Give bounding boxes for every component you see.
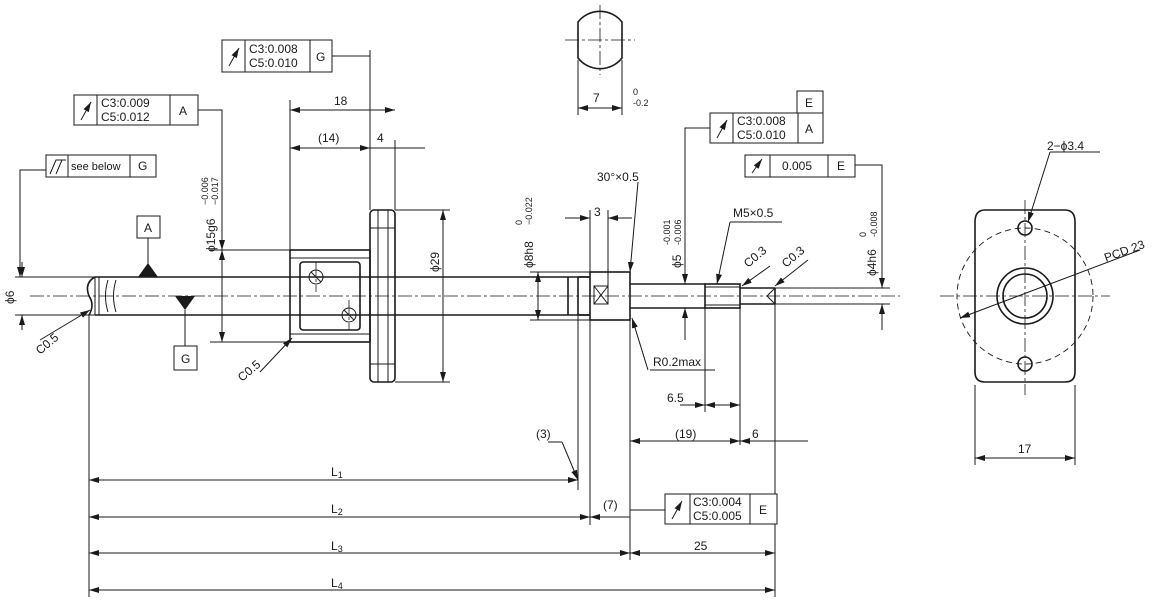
svg-text:-0.006: -0.006 [673,219,683,245]
svg-text:C5:0.012: C5:0.012 [101,110,150,124]
svg-text:-0.008: -0.008 [869,211,879,237]
svg-text:2−ϕ3.4: 2−ϕ3.4 [1047,139,1084,153]
fcf-see-below: see below G [45,154,157,178]
svg-text:A: A [805,122,813,136]
section-view-flats [565,5,635,115]
svg-text:G: G [181,352,190,366]
svg-text:C0.3: C0.3 [779,243,808,270]
svg-text:C0.5: C0.5 [235,357,264,384]
svg-text:L2: L2 [331,502,343,517]
svg-text:R0.2max: R0.2max [653,355,701,369]
svg-text:(3): (3) [536,427,551,441]
svg-text:L3: L3 [331,539,343,554]
svg-text:C3:0.008: C3:0.008 [737,114,786,128]
svg-text:C5:0.010: C5:0.010 [737,128,786,142]
svg-text:G: G [138,159,147,173]
svg-text:C3:0.008: C3:0.008 [249,42,298,56]
svg-text:18: 18 [334,94,348,108]
svg-text:−0.017: −0.017 [210,177,220,205]
svg-text:A: A [144,221,152,235]
datum-g-box: G [173,345,198,371]
svg-text:C0.3: C0.3 [741,243,770,270]
svg-text:17: 17 [1018,442,1032,456]
datum-a-box: A [136,215,161,239]
svg-text:C0.5: C0.5 [33,330,62,357]
svg-text:ϕ8h8: ϕ8h8 [522,241,536,268]
svg-text:0: 0 [514,220,524,225]
svg-text:ϕ15g6: ϕ15g6 [204,218,218,252]
svg-text:L4: L4 [331,576,343,591]
fcf-bottom-runout: C3:0.004 C5:0.005 E [664,493,778,525]
svg-text:−0.006: −0.006 [200,177,210,205]
svg-text:6.5: 6.5 [667,391,684,405]
svg-text:-0.2: -0.2 [633,98,649,108]
screw-shaft [30,276,900,316]
svg-text:G: G [316,50,325,64]
svg-text:PCD 23: PCD 23 [1102,237,1147,265]
fcf-e-runout: 0.005 E [744,154,856,178]
svg-text:-0.001: -0.001 [662,219,672,245]
svg-text:7: 7 [593,91,600,105]
svg-text:L1: L1 [331,465,343,480]
datum-g-triangle [175,296,195,310]
svg-text:0.005: 0.005 [782,159,812,173]
shaft-end [578,271,776,321]
flange-end-view [940,151,1141,465]
svg-text:4: 4 [377,131,384,145]
svg-text:C5:0.010: C5:0.010 [249,56,298,70]
svg-text:30°×0.5: 30°×0.5 [597,170,639,184]
svg-text:(14): (14) [318,131,339,145]
svg-text:C3:0.004: C3:0.004 [693,495,742,509]
svg-text:3: 3 [594,205,601,219]
svg-text:(7): (7) [603,498,618,512]
svg-text:ϕ5: ϕ5 [670,254,684,268]
svg-text:0: 0 [633,87,638,97]
svg-text:6: 6 [752,427,759,441]
svg-text:ϕ4h6: ϕ4h6 [865,249,879,276]
svg-text:M5×0.5: M5×0.5 [733,206,774,220]
datum-a-triangle [138,263,158,277]
svg-text:−0.022: −0.022 [524,197,534,225]
svg-text:E: E [805,96,813,110]
svg-text:A: A [179,104,187,118]
fcf-right-runout: C3:0.008 C5:0.010 E A [709,90,824,144]
svg-text:C5:0.005: C5:0.005 [693,509,742,523]
svg-text:0: 0 [858,232,868,237]
ball-nut [289,209,396,383]
svg-text:E: E [759,503,767,517]
fcf-a-runout: C3:0.009 C5:0.012 A [73,94,199,126]
svg-text:C3:0.009: C3:0.009 [101,96,150,110]
svg-text:ϕ6: ϕ6 [3,290,17,304]
svg-text:ϕ29: ϕ29 [428,252,442,272]
fcf-g-runout: C3:0.008 C5:0.010 G [221,39,333,73]
svg-text:25: 25 [694,539,708,553]
svg-text:(19): (19) [675,427,696,441]
svg-text:see below: see below [71,161,121,173]
svg-text:E: E [837,159,845,173]
